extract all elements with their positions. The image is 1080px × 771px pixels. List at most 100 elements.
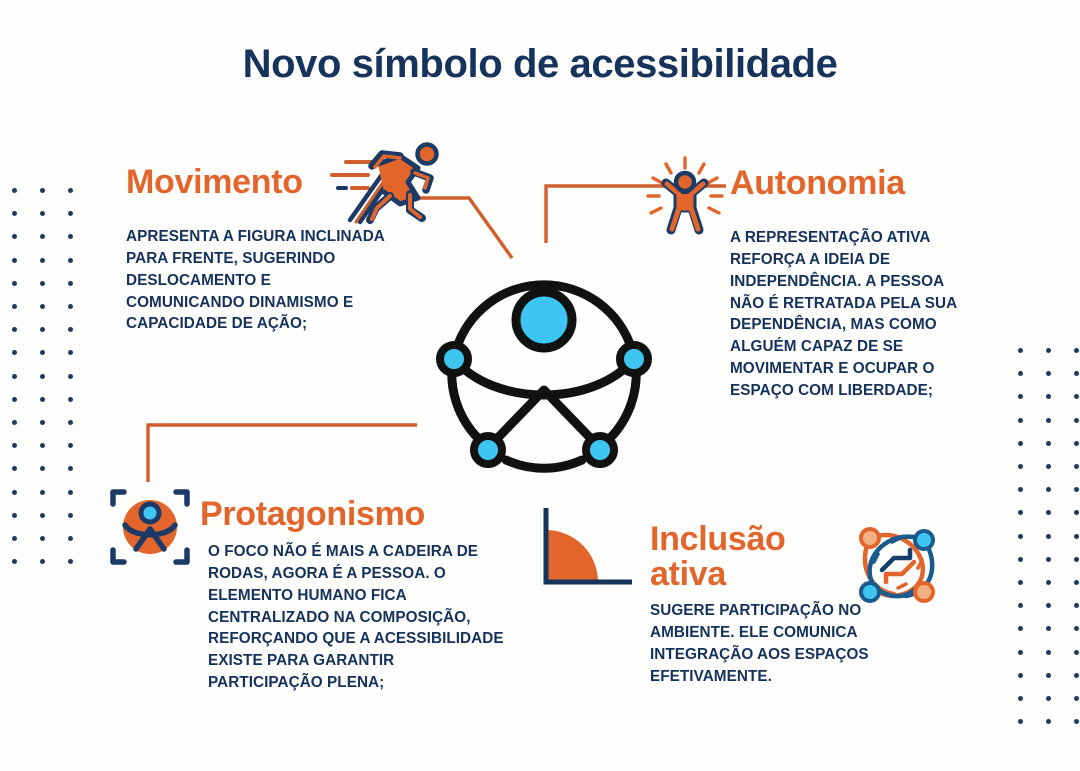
decorative-dot	[1018, 510, 1023, 516]
decorative-dot	[12, 304, 17, 309]
interlocking-network-icon	[848, 518, 948, 610]
decorative-dot	[68, 188, 73, 193]
decorative-dot	[1074, 533, 1079, 539]
decorative-dot	[1046, 348, 1051, 353]
decorative-dot	[1074, 603, 1079, 609]
decorative-dot	[1018, 371, 1023, 377]
decorative-dot	[12, 559, 17, 565]
decorative-dot	[1046, 556, 1051, 562]
decorative-dot	[1074, 371, 1079, 377]
decorative-dot	[40, 420, 45, 425]
decorative-dot	[40, 443, 45, 449]
section-body-autonomia: A REPRESENTAÇÃO ATIVA REFORÇA A IDEIA DE…	[730, 229, 957, 400]
decorative-dot	[1018, 394, 1023, 400]
decorative-dot	[40, 280, 45, 286]
decorative-dot	[1018, 440, 1023, 446]
focus-frame-person-icon	[108, 487, 192, 567]
section-heading-autonomia: Autonomia	[730, 164, 905, 202]
zigzag-navy	[879, 547, 913, 573]
decorative-dot	[40, 512, 45, 518]
decorative-dot	[1074, 394, 1079, 400]
zigzag-orange	[883, 559, 917, 585]
runner-figure	[366, 142, 439, 224]
symbol-head	[511, 287, 577, 353]
section-heading-movimento: Movimento	[126, 163, 303, 201]
decorative-dot	[1046, 487, 1051, 493]
accessibility-symbol	[424, 262, 664, 482]
decorative-dot	[68, 559, 73, 565]
decorative-dot	[1018, 672, 1023, 678]
decorative-dot	[1074, 464, 1079, 469]
decorative-dot	[1018, 696, 1023, 701]
decorative-dot	[68, 466, 73, 472]
decorative-dot	[12, 396, 17, 402]
decorative-dot	[1046, 672, 1051, 678]
decorative-dot	[1046, 649, 1051, 655]
decorative-dot	[12, 188, 17, 193]
decorative-dot	[1046, 533, 1051, 539]
decorative-dot	[1018, 417, 1023, 423]
decorative-dot	[68, 396, 73, 402]
running-person-icon	[326, 142, 456, 234]
page-title: Novo símbolo de acessibilidade	[242, 42, 838, 86]
decorative-dot	[1074, 580, 1079, 585]
decorative-dot	[40, 536, 45, 541]
node-top-right	[913, 529, 935, 551]
decorative-dot	[1046, 417, 1051, 423]
decorative-dot	[12, 373, 17, 379]
decorative-dot	[1018, 719, 1023, 725]
decorative-dot	[68, 257, 73, 263]
decorative-dot	[12, 234, 17, 240]
decorative-dot	[12, 466, 17, 472]
decorative-dot	[12, 280, 17, 286]
decorative-dot	[68, 536, 73, 541]
decorative-dot	[40, 327, 45, 333]
decorative-dot	[1046, 371, 1051, 377]
decorative-dot	[1046, 580, 1051, 585]
decorative-dot	[1018, 603, 1023, 609]
decorative-dot	[40, 489, 45, 495]
speed-lines-orange	[330, 160, 376, 190]
symbol-node-bottom-left	[470, 432, 506, 468]
decorative-dot	[1074, 672, 1079, 678]
node-top-left	[859, 527, 881, 549]
decorative-dot	[68, 489, 73, 495]
decorative-dot	[1018, 533, 1023, 539]
figure-arms-raised	[661, 170, 709, 235]
person-arms-raised-icon	[642, 156, 728, 238]
decorative-dot	[12, 536, 17, 541]
decorative-dot	[1074, 626, 1079, 632]
decorative-dot	[1018, 649, 1023, 655]
section-heading-protagonismo: Protagonismo	[200, 495, 425, 533]
decorative-dot	[1074, 487, 1079, 493]
symbol-node-top-left	[436, 341, 472, 377]
decorative-dot	[68, 420, 73, 425]
inner-accessibility-figure	[122, 501, 178, 552]
decorative-dot	[40, 234, 45, 240]
decorative-dot	[12, 443, 17, 449]
focus-brackets	[110, 489, 190, 565]
decorative-dot	[68, 211, 73, 217]
decorative-dot	[1074, 556, 1079, 562]
decorative-dot	[68, 373, 73, 379]
decorative-dot	[1074, 348, 1079, 353]
quarter-circle	[546, 530, 598, 582]
symbol-node-bottom-right	[582, 432, 618, 468]
decorative-dot	[1074, 649, 1079, 655]
decorative-dot	[40, 559, 45, 565]
decorative-dot	[68, 234, 73, 240]
decorative-dot	[40, 304, 45, 309]
decorative-dot	[1046, 719, 1051, 725]
radiating-rays	[646, 156, 724, 215]
decorative-dot	[12, 420, 17, 425]
decorative-dot	[1046, 510, 1051, 516]
decorative-dot	[12, 211, 17, 217]
decorative-dot	[1074, 719, 1079, 725]
decorative-dot	[40, 466, 45, 472]
decorative-dot	[40, 188, 45, 193]
symbol-node-top-right	[616, 341, 652, 377]
decorative-dot	[40, 373, 45, 379]
